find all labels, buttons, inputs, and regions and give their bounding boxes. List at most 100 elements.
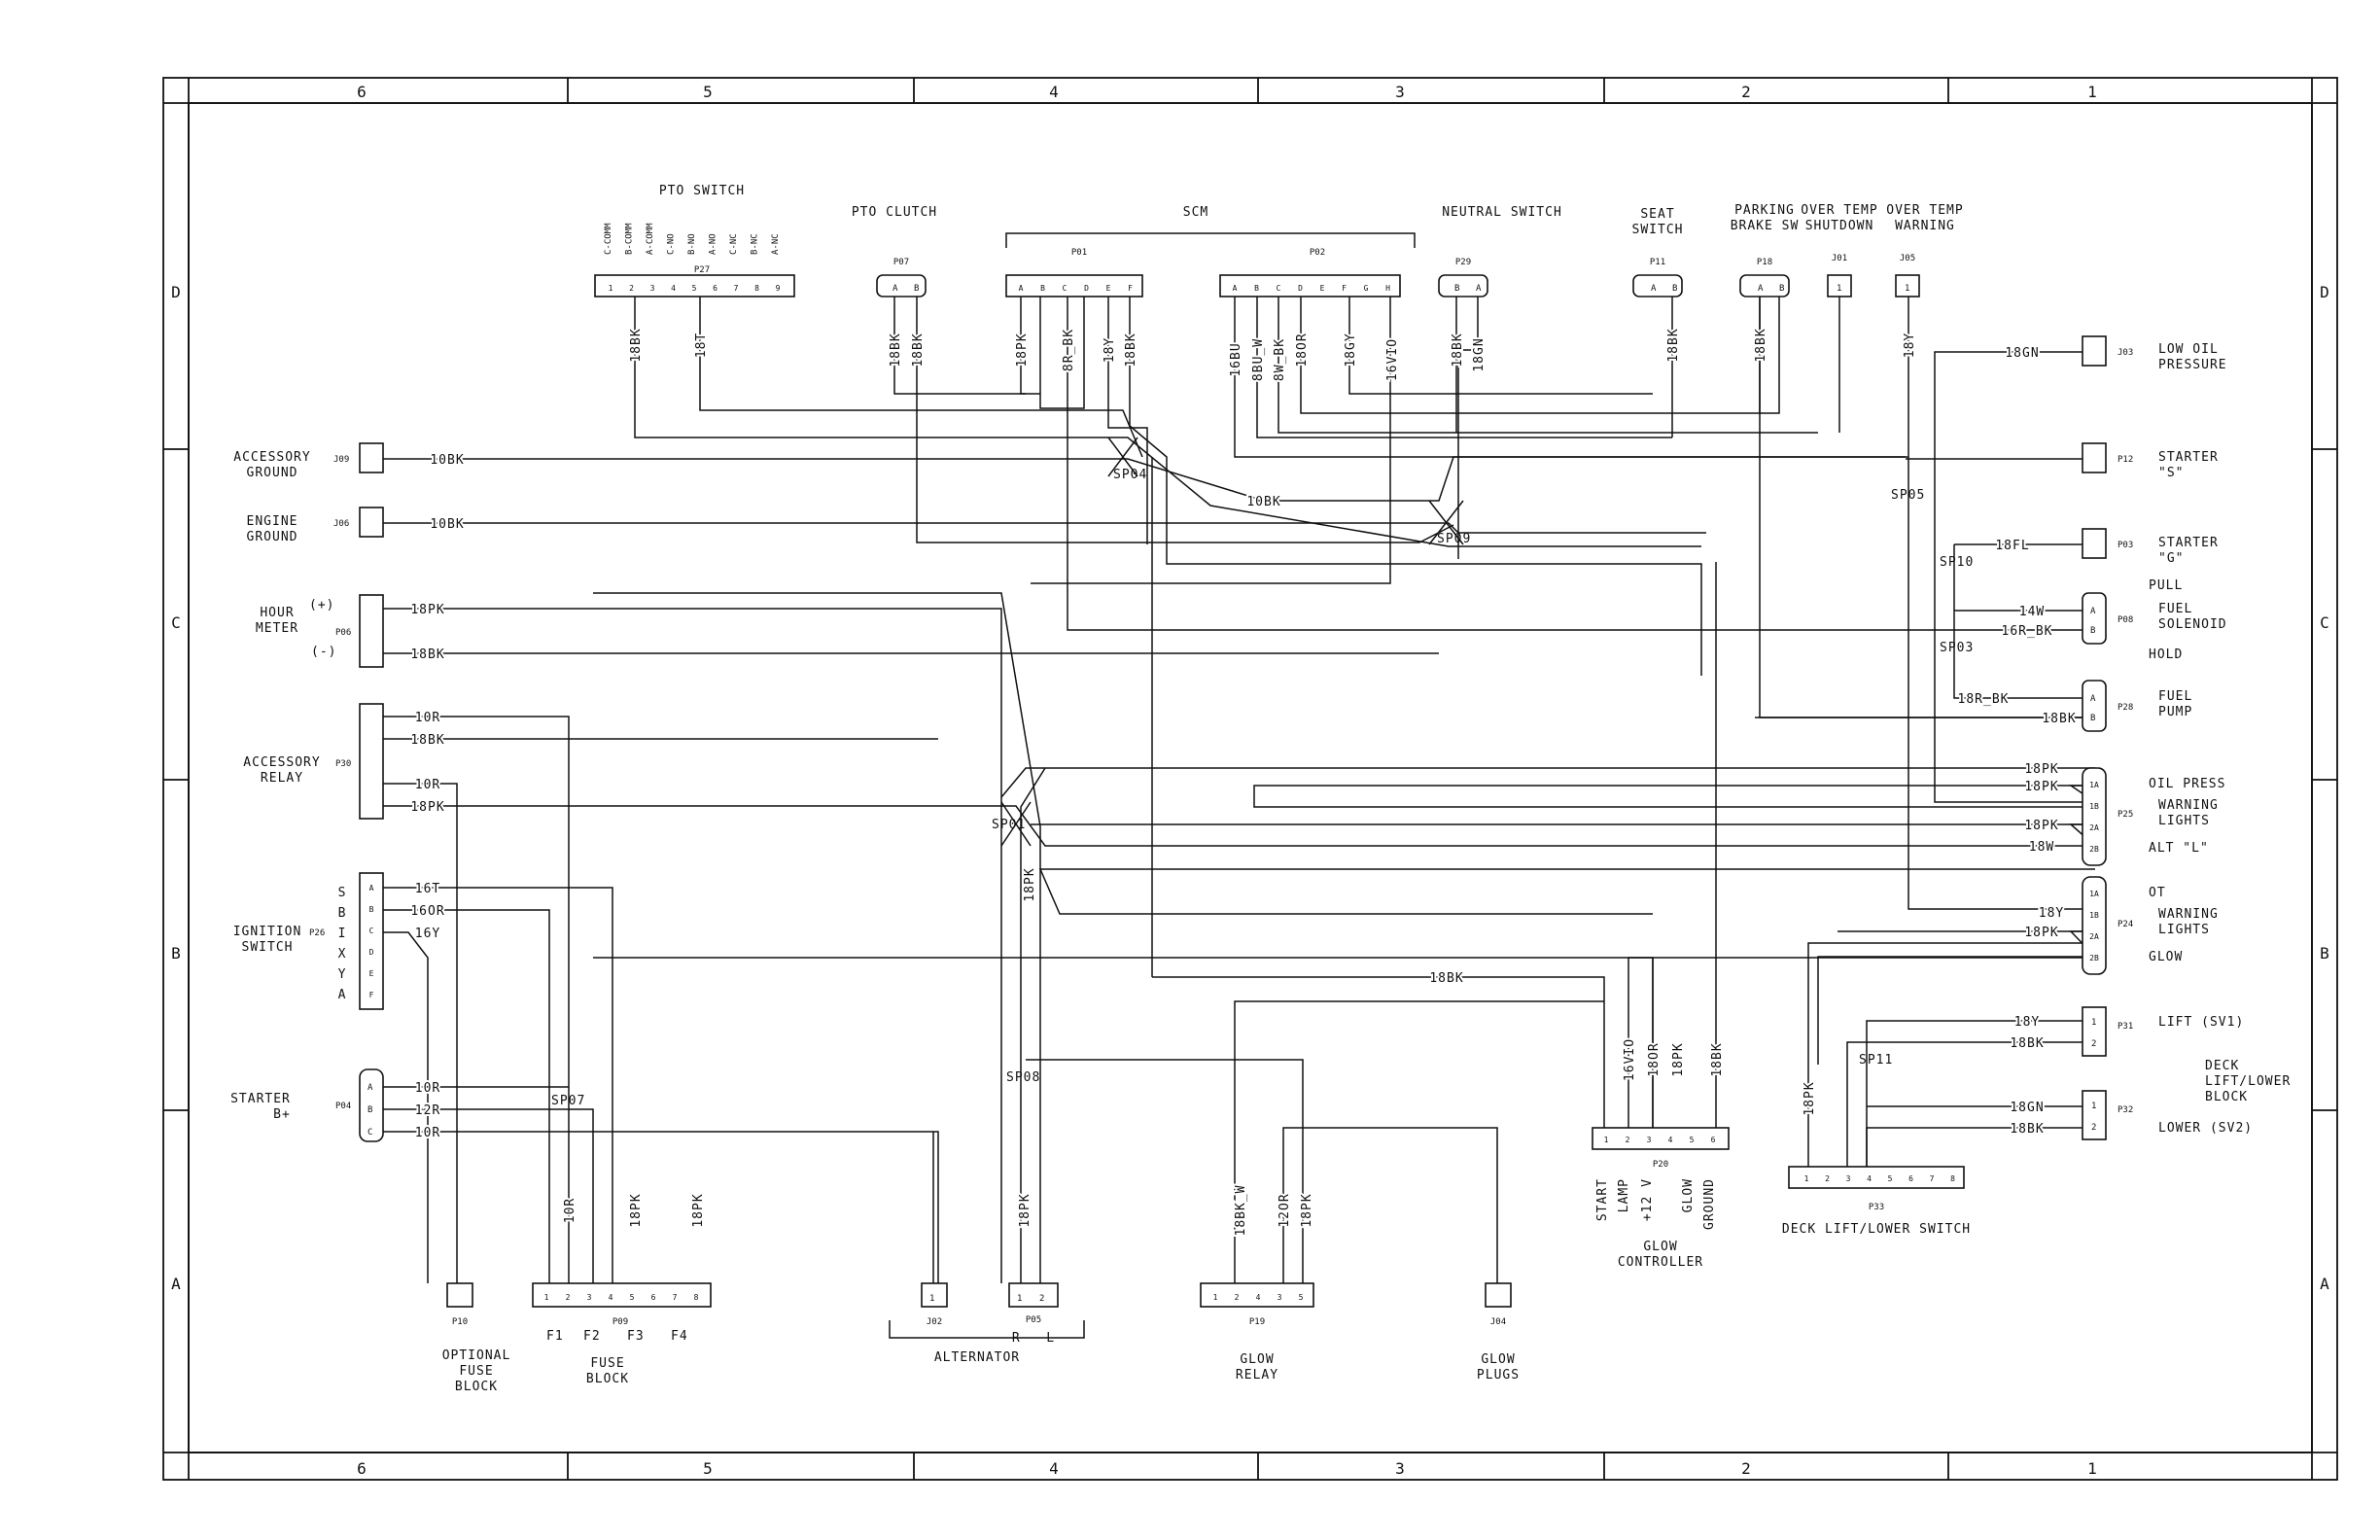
splice-sp10: SP10 — [1940, 555, 1974, 570]
p09-connector — [532, 1282, 712, 1308]
grid-col-label: 2 — [1741, 83, 1751, 101]
p25-pin: 1A — [2089, 781, 2099, 789]
hold-label: HOLD — [2149, 648, 2183, 662]
p24-pin: 2B — [2089, 954, 2099, 962]
p05-connector — [1008, 1282, 1059, 1308]
fuel-pump-title: PUMP — [2158, 705, 2192, 719]
ignition-position: A — [338, 988, 347, 1002]
fuse-f3: F3 — [627, 1329, 645, 1344]
p19-pin: 3 — [1278, 1293, 1282, 1302]
p33-pin: 7 — [1930, 1174, 1935, 1183]
fuse-block-title: BLOCK — [586, 1372, 629, 1386]
p09-pin: 4 — [609, 1293, 613, 1302]
p11-pin: A — [1651, 284, 1657, 294]
p26-pin: A — [369, 884, 374, 892]
glow-plugs-title: PLUGS — [1477, 1368, 1520, 1382]
p33-pin: 5 — [1888, 1174, 1893, 1183]
pto-pin-label: C-COMM — [604, 223, 613, 255]
p09-pin: 5 — [630, 1293, 635, 1302]
p04-pin: C — [368, 1128, 372, 1138]
engine-ground-title: GROUND — [247, 530, 298, 544]
wire-code-p30-1: 10R — [415, 711, 440, 725]
starter-s-title: "S" — [2158, 466, 2184, 480]
wire-code-p09-8: 18PK — [691, 1193, 706, 1227]
deck-switch-title: DECK LIFT/LOWER SWITCH — [1782, 1222, 1971, 1237]
wires — [379, 297, 2096, 1283]
p25-pin: 2A — [2089, 823, 2099, 832]
j03-label: J03 — [2118, 348, 2133, 358]
low-oil-title: LOW OIL — [2158, 342, 2219, 357]
deck-block-title: BLOCK — [2205, 1090, 2248, 1104]
wire-code-p31-2: 18BK — [2010, 1036, 2044, 1051]
p18-pin: A — [1758, 284, 1764, 294]
p28-pin: B — [2090, 714, 2095, 723]
p01-pin: C — [1063, 284, 1068, 293]
p27-pin: 5 — [692, 284, 697, 293]
pto-pin-label: B-NO — [687, 233, 697, 255]
grid-col-label: 3 — [1395, 83, 1405, 101]
p09-pin: 1 — [544, 1293, 549, 1302]
wire-code-p04-a: 10R — [415, 1081, 440, 1096]
pto-pin-label: A-NO — [709, 233, 718, 255]
grid-col-label: 4 — [1049, 1459, 1059, 1478]
wire-code-p02-d: 18OR — [1295, 332, 1310, 367]
wire-code-p19-3: 18PK — [1300, 1193, 1314, 1227]
j02-label: J02 — [927, 1317, 942, 1327]
grid-col-label: 1 — [2087, 83, 2097, 101]
p26-pin: C — [369, 927, 374, 935]
wire-code-j09: 10BK — [430, 453, 464, 468]
wire-code-p29-a: 18GN — [1472, 337, 1487, 371]
p27-connector — [594, 274, 795, 298]
glow-plugs-title: GLOW — [1481, 1352, 1515, 1367]
p09-pin: 8 — [694, 1293, 699, 1302]
p33-pin: 1 — [1804, 1174, 1809, 1183]
hour-meter-title: HOUR — [260, 606, 294, 620]
p07-connector — [876, 274, 927, 298]
wire-code-p25-2a: 18PK — [2024, 819, 2058, 833]
wire-code-p02-h: 16VIO — [1385, 338, 1400, 381]
p19-pin: 4 — [1256, 1293, 1261, 1302]
p20-pin: 3 — [1647, 1136, 1652, 1144]
p27-pin: 7 — [734, 284, 739, 293]
glow-controller-pin-label: GLOW — [1681, 1178, 1696, 1212]
connectors — [359, 274, 2107, 1308]
ignition-title: IGNITION — [233, 925, 302, 939]
pto-clutch-title: PTO CLUTCH — [852, 205, 937, 220]
p24-connector — [2082, 876, 2107, 975]
p02-pin: H — [1385, 284, 1390, 293]
fuse-f4: F4 — [671, 1329, 688, 1344]
p26-pin: B — [369, 905, 374, 914]
alternator-title: ALTERNATOR — [934, 1350, 1020, 1365]
splice-sp07: SP07 — [551, 1094, 585, 1108]
starter-g-title: "G" — [2158, 551, 2184, 566]
p33-connector — [1788, 1166, 1965, 1189]
p27-pin: 4 — [671, 284, 676, 293]
optional-fuse-title: OPTIONAL — [442, 1348, 511, 1363]
hour-meter-title: METER — [256, 621, 298, 636]
j05-label: J05 — [1900, 254, 1915, 263]
splice-sp03: SP03 — [1940, 641, 1974, 655]
wire-code-p26-a: 16T — [415, 882, 440, 896]
wire-code-p01-a: 18PK — [1015, 332, 1030, 367]
glow-controller-title: CONTROLLER — [1618, 1255, 1703, 1270]
grid-col-label: 5 — [703, 1459, 713, 1478]
starter-g-title: STARTER — [2158, 536, 2219, 550]
wire-code-p30-2: 18BK — [410, 733, 444, 748]
p01-pin: A — [1019, 284, 1024, 293]
wire-code-p28-a: 18R_BK — [1958, 692, 2010, 707]
grid-row-label: C — [2320, 613, 2329, 632]
j06-connector — [359, 507, 384, 538]
wire-code-p06-3: 18BK — [410, 648, 444, 662]
p05-pin: 1 — [1017, 1294, 1022, 1304]
p02-label: P02 — [1310, 248, 1325, 258]
p28-label: P28 — [2118, 703, 2133, 713]
glow-controller-title: GLOW — [1643, 1240, 1677, 1254]
accessory-ground-title: ACCESSORY — [233, 450, 310, 465]
splice-sp04: SP04 — [1113, 468, 1147, 482]
oil-press-title: WARNING — [2158, 798, 2219, 813]
accessory-ground-title: GROUND — [247, 466, 298, 480]
p04-label: P04 — [335, 1102, 351, 1111]
